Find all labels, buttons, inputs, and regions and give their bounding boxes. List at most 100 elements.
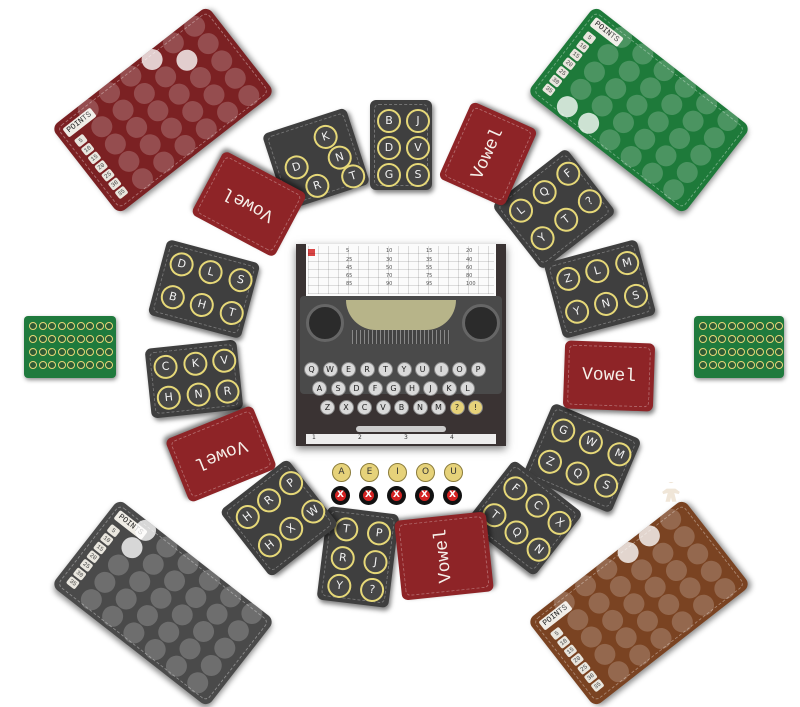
platen xyxy=(346,300,456,330)
typewriter-key[interactable]: ? xyxy=(449,400,465,415)
typewriter-key[interactable]: R xyxy=(359,362,375,377)
vowel-gauge[interactable]: E xyxy=(360,463,379,482)
knob-left[interactable] xyxy=(306,304,344,342)
typewriter-key[interactable]: Z xyxy=(320,400,335,415)
typewriter-key[interactable]: E xyxy=(341,362,356,377)
typewriter-key[interactable]: H xyxy=(404,381,420,396)
typewriter-key[interactable]: X xyxy=(338,400,354,415)
typewriter-key[interactable]: P xyxy=(470,362,486,377)
paper-number: 90 xyxy=(386,281,392,287)
mini-dot xyxy=(746,335,755,343)
typewriter-key[interactable]: L xyxy=(460,381,475,396)
vowel-gauge[interactable]: U xyxy=(444,463,463,482)
typewriter-key[interactable]: Y xyxy=(396,362,412,377)
mini-dot xyxy=(76,348,85,356)
mini-dot xyxy=(737,322,745,330)
letter-token[interactable]: G xyxy=(377,163,401,187)
mini-dot xyxy=(67,348,75,356)
card-stitching xyxy=(398,515,490,597)
typewriter-key[interactable]: C xyxy=(357,400,372,415)
knob-right[interactable] xyxy=(462,304,500,342)
side-board-right[interactable] xyxy=(694,316,784,378)
mini-dot xyxy=(29,361,37,369)
typewriter-board: 5101520253035404550556065707580859095100… xyxy=(296,244,506,446)
vowel-card[interactable]: Vowel xyxy=(394,511,494,601)
typewriter-key[interactable]: T xyxy=(378,362,393,377)
typewriter-key[interactable]: U xyxy=(415,362,430,377)
typewriter-key[interactable]: N xyxy=(412,400,428,415)
mini-dot xyxy=(737,348,745,356)
vowel-gauge[interactable]: I xyxy=(388,463,407,482)
typewriter-key[interactable]: ! xyxy=(468,400,483,415)
paper-number: 100 xyxy=(466,281,476,287)
mini-dot xyxy=(38,322,47,330)
vowel-gauge[interactable]: O xyxy=(416,463,435,482)
letter-token[interactable]: V xyxy=(406,136,430,160)
mini-dot xyxy=(708,361,717,369)
mini-dot xyxy=(708,335,717,343)
typewriter-key[interactable]: O xyxy=(452,362,467,377)
card-stitching xyxy=(566,344,652,408)
typewriter-key[interactable]: B xyxy=(394,400,409,415)
mini-dot xyxy=(38,348,47,356)
typewriter-key[interactable]: I xyxy=(433,362,449,377)
mini-dot xyxy=(67,361,75,369)
letter-token[interactable]: S xyxy=(406,163,430,187)
ribbon-number: 2 xyxy=(358,434,362,441)
paper-number: 5 xyxy=(346,248,349,254)
mini-dot xyxy=(38,335,47,343)
mini-dot xyxy=(727,348,736,356)
mini-dot xyxy=(48,348,56,356)
typewriter-key[interactable]: F xyxy=(367,381,383,396)
mini-dot xyxy=(765,335,774,343)
typewriter-key[interactable]: K xyxy=(441,381,457,396)
ribbon-number: 3 xyxy=(404,434,408,441)
typewriter-key[interactable]: M xyxy=(431,400,446,415)
mini-dot xyxy=(86,348,94,356)
paper-number: 35 xyxy=(426,257,432,263)
typewriter-key[interactable]: A xyxy=(312,381,327,396)
strike-mark-label: X xyxy=(337,490,344,500)
strike-mark[interactable]: X xyxy=(359,486,378,505)
mini-dot xyxy=(746,348,755,356)
paper-marker xyxy=(308,249,315,256)
strike-mark[interactable]: X xyxy=(331,486,350,505)
letter-token[interactable]: D xyxy=(377,136,401,160)
strike-mark[interactable]: X xyxy=(415,486,434,505)
mini-dot xyxy=(756,335,764,343)
mini-dot xyxy=(727,361,736,369)
mini-dot xyxy=(756,322,764,330)
paper-number: 40 xyxy=(466,257,472,263)
mini-dot xyxy=(95,361,104,369)
typewriter-key[interactable]: S xyxy=(330,381,346,396)
mini-dot xyxy=(48,361,56,369)
typewriter-key[interactable]: D xyxy=(349,381,364,396)
mini-dot xyxy=(727,322,736,330)
strike-mark[interactable]: X xyxy=(387,486,406,505)
mini-dot xyxy=(95,322,104,330)
typewriter-key[interactable]: G xyxy=(386,381,401,396)
strike-mark[interactable]: X xyxy=(443,486,462,505)
typewriter-key[interactable]: W xyxy=(322,362,338,377)
paper-number: 25 xyxy=(346,257,352,263)
mini-dot xyxy=(67,322,75,330)
letter-token[interactable]: B xyxy=(377,109,401,133)
mini-dot xyxy=(746,322,755,330)
vowel-card[interactable]: Vowel xyxy=(562,340,656,412)
vowel-gauge[interactable]: A xyxy=(332,463,351,482)
mini-dot xyxy=(105,322,113,330)
spacebar[interactable] xyxy=(356,426,446,432)
typewriter-key[interactable]: V xyxy=(375,400,391,415)
mini-dot xyxy=(756,361,764,369)
side-board-left[interactable] xyxy=(24,316,116,378)
meeple-icon[interactable] xyxy=(660,482,682,504)
letter-token[interactable]: J xyxy=(406,109,430,133)
typewriter-key[interactable]: Q xyxy=(304,362,319,377)
paper-number: 95 xyxy=(426,281,432,287)
strike-mark-label: X xyxy=(421,490,428,500)
typewriter-key[interactable]: J xyxy=(423,381,438,396)
